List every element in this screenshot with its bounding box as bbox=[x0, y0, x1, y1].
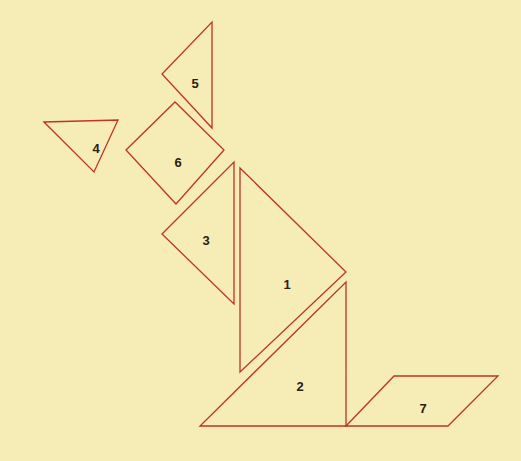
piece-number: 5 bbox=[191, 77, 198, 90]
piece-outline bbox=[126, 102, 224, 204]
piece-number: 7 bbox=[419, 402, 426, 415]
square-piece: 6 bbox=[126, 102, 224, 204]
piece-outline bbox=[200, 282, 346, 426]
parallelogram-piece: 7 bbox=[346, 376, 498, 426]
small-triangle: 5 bbox=[162, 22, 212, 128]
piece-number: 2 bbox=[296, 380, 303, 393]
piece-outline bbox=[162, 22, 212, 128]
piece-number: 6 bbox=[174, 156, 181, 169]
piece-number: 3 bbox=[202, 234, 209, 247]
piece-outline bbox=[44, 120, 118, 172]
large-triangle: 2 bbox=[200, 282, 346, 426]
piece-outline bbox=[162, 162, 234, 304]
piece-number: 1 bbox=[283, 278, 290, 291]
piece-number: 4 bbox=[92, 142, 99, 155]
medium-triangle: 3 bbox=[162, 162, 234, 304]
piece-outline bbox=[200, 282, 346, 426]
large-triangle: 1 bbox=[240, 168, 346, 372]
piece-outline bbox=[240, 168, 346, 372]
small-triangle: 4 bbox=[44, 120, 118, 172]
piece-outline bbox=[162, 22, 212, 128]
piece-outline bbox=[44, 120, 118, 172]
piece-outline bbox=[126, 102, 224, 204]
piece-outline bbox=[162, 162, 234, 304]
piece-outline bbox=[240, 168, 346, 372]
piece-outline bbox=[346, 376, 498, 426]
